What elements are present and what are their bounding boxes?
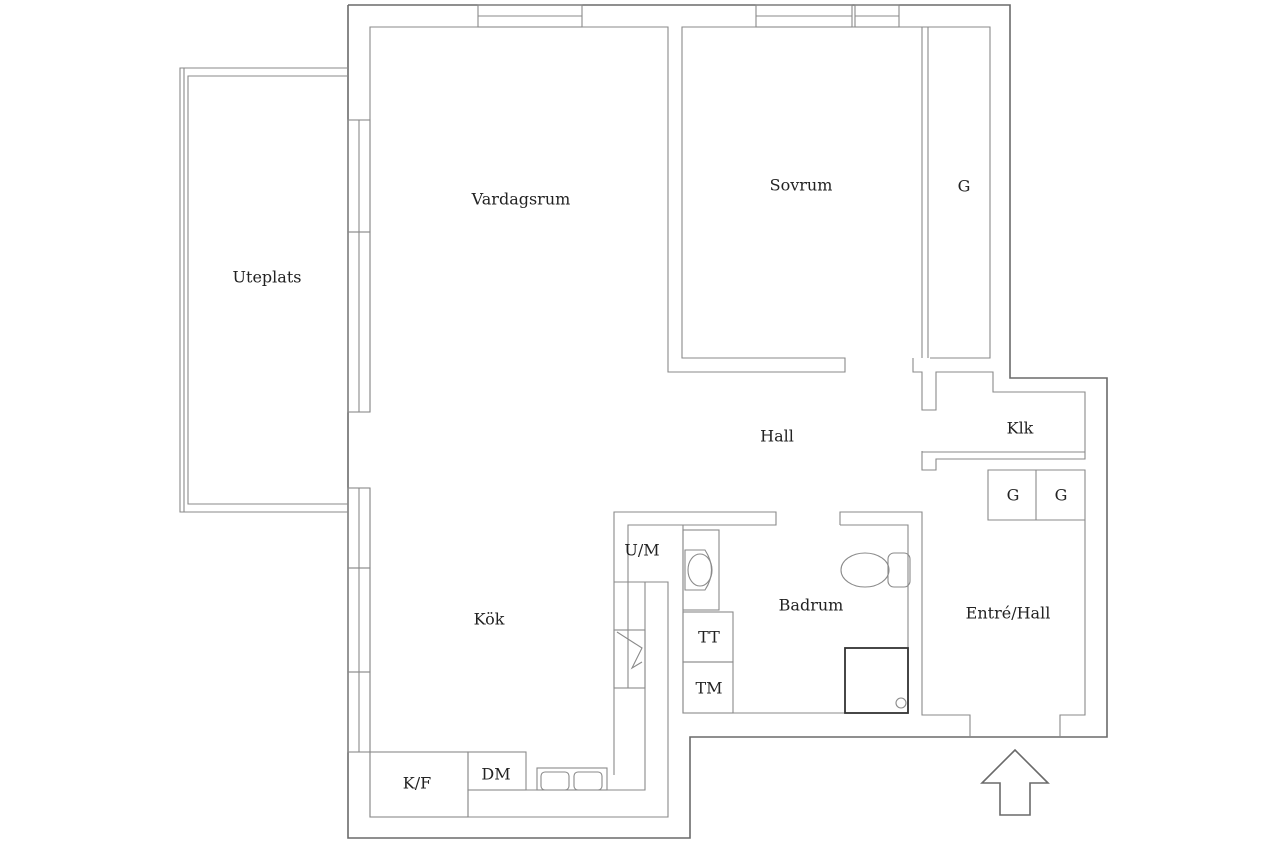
room-label-dm: DM [481, 765, 510, 784]
room-label-sovrum: Sovrum [770, 176, 833, 195]
sink-icon [684, 549, 713, 591]
outer-wall [347, 4, 1108, 839]
room-label-kok: Kök [474, 610, 505, 629]
room-label-badrum: Badrum [779, 596, 844, 615]
room-label-hall: Hall [760, 427, 794, 446]
entrance-arrow-icon [980, 748, 1050, 816]
room-label-entre-hall: Entré/Hall [966, 604, 1051, 623]
room-label-uteplats: Uteplats [233, 268, 302, 287]
kitchen-sink-icon [536, 767, 608, 791]
windows [347, 4, 900, 753]
room-label-tt: TT [698, 628, 720, 647]
room-label-um: U/M [624, 541, 659, 560]
room-label-vardagsrum: Vardagsrum [471, 190, 571, 209]
room-label-garderob-1: G [1007, 486, 1020, 505]
room-label-garderob-sovrum: G [958, 177, 971, 196]
terrace-outline [179, 67, 348, 513]
shower-icon [844, 647, 909, 714]
room-label-garderob-2: G [1055, 486, 1068, 505]
inner-walls [369, 26, 1086, 818]
room-label-klk: Klk [1007, 419, 1034, 438]
room-label-tm: TM [695, 679, 722, 698]
toilet-icon [840, 552, 911, 588]
room-label-kf: K/F [403, 774, 431, 793]
